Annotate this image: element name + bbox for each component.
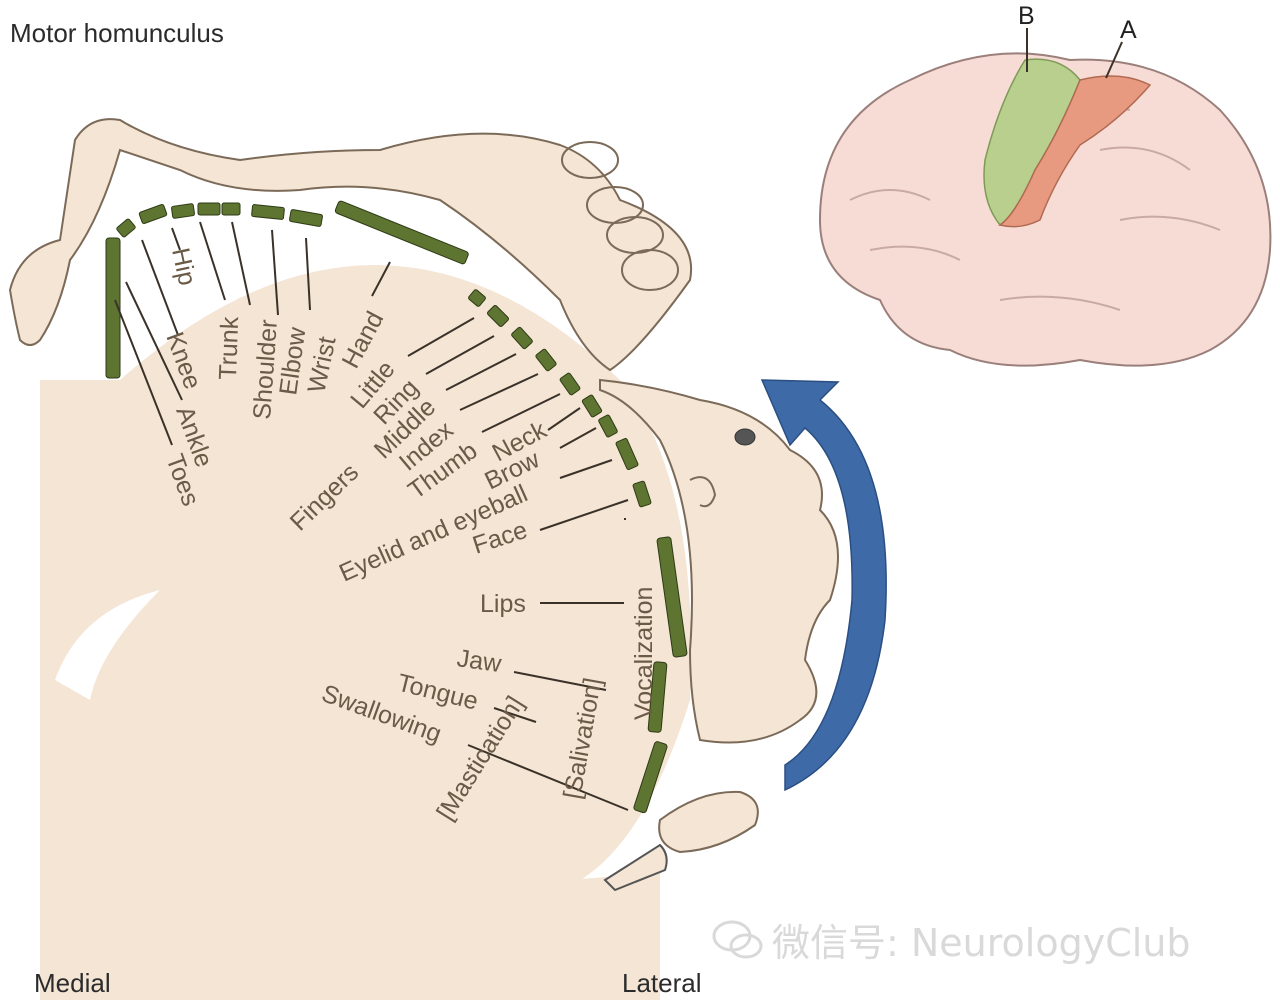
label-a: A — [1120, 16, 1137, 44]
label-shoulder: Shoulder — [248, 319, 283, 421]
curved-arrow — [760, 379, 887, 792]
white-matter-highlight — [55, 590, 160, 700]
watermark: 微信号: NeurologyClub — [712, 912, 1191, 967]
label-vocalization: Vocalization — [630, 587, 658, 720]
label-lips: Lips — [480, 590, 526, 618]
brain-outline — [818, 52, 1272, 367]
medial-label: Medial — [34, 968, 111, 998]
eye — [734, 428, 756, 446]
brain-illustration: B A — [818, 2, 1272, 367]
brain-area-a — [998, 75, 1152, 228]
motor-strip — [105, 200, 688, 814]
watermark-text: 微信号: NeurologyClub — [772, 921, 1191, 965]
ear — [689, 476, 717, 508]
label-b: B — [1018, 2, 1035, 30]
leader-lines — [114, 221, 629, 811]
label-hip: Hip — [166, 245, 201, 288]
diagram-title: Motor homunculus — [10, 18, 224, 48]
throat-figure — [603, 843, 668, 892]
brain-gyri — [849, 105, 1221, 311]
tongue-figure — [658, 790, 759, 854]
cortex-section — [40, 265, 692, 1000]
lower-wedge — [540, 870, 660, 1000]
label-jaw: Jaw — [455, 644, 504, 678]
face-figure — [599, 378, 839, 744]
leg-figure — [8, 118, 693, 372]
fingers-figure — [561, 141, 679, 291]
label-trunk: Trunk — [214, 316, 244, 380]
lateral-label: Lateral — [622, 968, 702, 998]
wechat-icon — [712, 920, 763, 958]
